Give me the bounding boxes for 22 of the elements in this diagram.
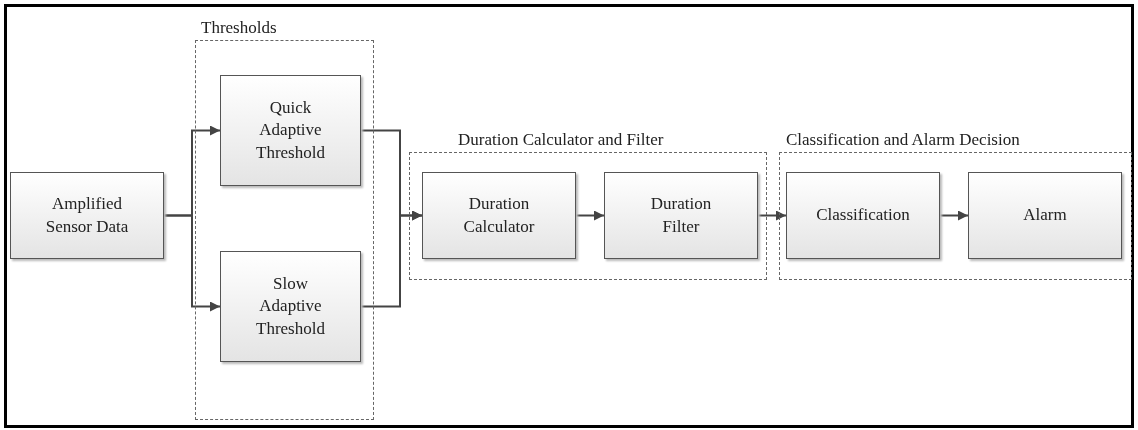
box-label: Quick Adaptive Threshold — [255, 97, 326, 164]
process-box — [968, 172, 1122, 259]
process-box — [220, 75, 361, 186]
process-box — [422, 172, 576, 259]
process-box — [220, 251, 361, 362]
process-box — [604, 172, 758, 259]
box-label: Classification — [816, 204, 910, 227]
process-box — [786, 172, 940, 259]
arrow — [939, 210, 969, 221]
box-label: Amplified Sensor Data — [44, 193, 130, 238]
process-box — [10, 172, 164, 259]
box-label: Alarm — [1023, 204, 1067, 227]
group-title: Duration Calculator and Filter — [458, 130, 664, 150]
arrow — [575, 210, 605, 221]
arrow — [360, 210, 423, 308]
box-label: Duration Filter — [649, 193, 713, 238]
box-label: Duration Calculator — [462, 193, 536, 238]
arrow — [163, 214, 221, 312]
box-label: Slow Adaptive Threshold — [255, 273, 326, 340]
group-title: Classification and Alarm Decision — [786, 130, 1020, 150]
arrow — [757, 210, 787, 221]
group-title: Thresholds — [201, 18, 277, 38]
